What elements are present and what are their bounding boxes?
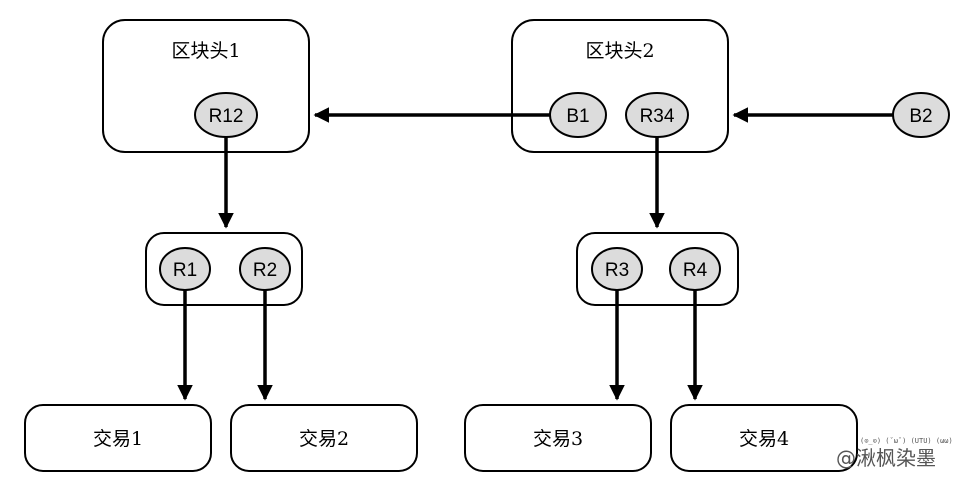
node-b2: B2 (892, 92, 950, 138)
transaction-3-label: 交易3 (533, 428, 583, 450)
node-r34: R34 (625, 92, 689, 138)
node-b2-label: B2 (909, 106, 932, 127)
watermark-text: @湫枫染墨 (836, 446, 936, 470)
node-r12-label: R12 (209, 106, 244, 127)
block-header-1-label: 区块头1 (171, 40, 240, 62)
node-b1: B1 (549, 92, 607, 138)
block-header-2-label: 区块头2 (585, 40, 654, 62)
node-r34-label: R34 (640, 106, 675, 127)
transaction-2-label: 交易2 (299, 428, 349, 450)
transaction-3: 交易3 (464, 404, 652, 472)
watermark: (⊙_⊙) (ˇωˇ) (UTU) (ωω) @湫枫染墨 (836, 437, 953, 470)
node-r12: R12 (194, 92, 258, 138)
node-r4-label: R4 (683, 260, 708, 281)
transaction-2: 交易2 (230, 404, 418, 472)
watermark-emoticons: (⊙_⊙) (ˇωˇ) (UTU) (ωω) (860, 437, 953, 445)
node-r2: R2 (239, 247, 291, 291)
node-b1-label: B1 (566, 106, 589, 127)
transaction-1: 交易1 (24, 404, 212, 472)
node-r3: R3 (591, 247, 643, 291)
block-header-2: 区块头2 (511, 19, 729, 153)
node-r4: R4 (669, 247, 721, 291)
node-r1: R1 (159, 247, 211, 291)
transaction-4-label: 交易4 (739, 428, 789, 450)
transaction-1-label: 交易1 (93, 428, 143, 450)
node-r1-label: R1 (173, 260, 197, 281)
node-r3-label: R3 (605, 260, 629, 281)
node-r2-label: R2 (253, 260, 277, 281)
transaction-4: 交易4 (670, 404, 858, 472)
